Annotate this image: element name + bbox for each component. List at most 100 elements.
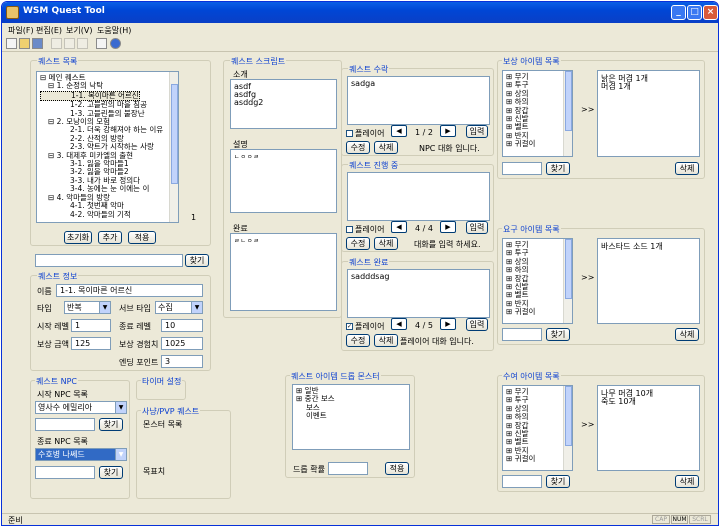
given-add-arrow[interactable]: >> bbox=[581, 420, 595, 429]
progress-next-button[interactable]: ▶ bbox=[440, 221, 456, 233]
list-item[interactable]: 죽도 10개 bbox=[601, 397, 636, 406]
progress-delete-button[interactable]: 삭제 bbox=[374, 237, 398, 250]
tree-node[interactable]: 2-3. 약트가 시작하는 사랑 bbox=[70, 142, 154, 152]
tree-node[interactable]: ⊞ 중간 보스 bbox=[296, 394, 335, 404]
tree-node[interactable]: 2-2. 산적의 방랑 bbox=[70, 133, 124, 143]
reward-delete-button[interactable]: 삭제 bbox=[675, 162, 699, 175]
required-add-arrow[interactable]: >> bbox=[581, 273, 595, 282]
end-npc-select[interactable]: 수호병 나쎄드▼ bbox=[35, 448, 127, 461]
tree-node[interactable]: 2-1. 더욱 강해져야 하는 이유 bbox=[70, 125, 164, 135]
tree-node[interactable]: 1-2. 고블린의 마을 침공 bbox=[70, 100, 147, 110]
complete-next-button[interactable]: ▶ bbox=[440, 318, 456, 330]
given-find-button[interactable]: 찾기 bbox=[546, 475, 570, 488]
progress-textarea[interactable] bbox=[347, 172, 490, 221]
list-item[interactable]: 나무 머겸 10개 bbox=[601, 389, 654, 398]
tree-node[interactable]: ⊞ 상의 bbox=[506, 88, 529, 98]
quest-search-input[interactable] bbox=[35, 254, 183, 267]
tree-node[interactable]: ⊞ 벨트 bbox=[506, 290, 529, 300]
explain-textarea[interactable]: ㄴㅇㅇㄹ bbox=[230, 149, 337, 213]
complete-prev-button[interactable]: ◀ bbox=[391, 318, 407, 330]
tree-node[interactable]: ⊞ 신발 bbox=[506, 114, 529, 124]
accept-next-button[interactable]: ▶ bbox=[440, 125, 456, 137]
tree-node[interactable]: ⊞ 반지 bbox=[506, 445, 529, 455]
summary-textarea[interactable]: asdf asdfg asddg2 bbox=[230, 79, 337, 129]
complete-dialog-textarea[interactable]: sadddsag bbox=[347, 269, 490, 318]
required-delete-button[interactable]: 삭제 bbox=[675, 328, 699, 341]
end-level-input[interactable]: 10 bbox=[161, 319, 203, 332]
tree-node[interactable]: ⊞ 투구 bbox=[506, 395, 529, 405]
tree-node[interactable]: ⊟ 3. 대제후 미카엘의 출현 bbox=[48, 150, 134, 160]
required-find-button[interactable]: 찾기 bbox=[546, 328, 570, 341]
tree-node[interactable]: ⊟ 1. 순정의 낙탁 bbox=[48, 81, 104, 91]
tree-node[interactable]: ⊞ 투구 bbox=[506, 248, 529, 258]
tree-node[interactable]: ⊞ 무기 bbox=[506, 72, 529, 81]
subtype-select[interactable]: 수집▼ bbox=[155, 301, 203, 314]
reward-selected-list[interactable]: 낡은 머겸 1개 머겸 1개 bbox=[597, 70, 700, 157]
print-icon[interactable] bbox=[96, 38, 107, 49]
reward-exp-input[interactable]: 1025 bbox=[161, 337, 203, 350]
cut-icon[interactable] bbox=[51, 38, 62, 49]
save-icon[interactable] bbox=[32, 38, 43, 49]
tree-node[interactable]: 보스 bbox=[306, 402, 320, 412]
end-npc-find-button[interactable]: 찾기 bbox=[99, 466, 123, 479]
required-selected-list[interactable]: 바스타드 소드 1개 bbox=[597, 238, 700, 324]
menu-view[interactable]: 보기(V) bbox=[66, 26, 93, 35]
apply-button[interactable]: 적용 bbox=[128, 231, 156, 244]
quest-tree[interactable]: ⊟ 메인 퀘스트 ⊟ 1. 순정의 낙탁 1-1. 목이마른 어르신 1-2. … bbox=[36, 71, 179, 223]
tree-node[interactable]: 4-2. 악마들의 기적 bbox=[70, 209, 131, 219]
required-items-scrollbar[interactable] bbox=[563, 239, 572, 323]
tree-node[interactable]: ⊞ 반지 bbox=[506, 130, 529, 140]
tree-node[interactable]: ⊞ 벨트 bbox=[506, 122, 529, 132]
tree-node[interactable]: ⊟ 4. 악마들의 방랑 bbox=[48, 192, 110, 202]
help-icon[interactable] bbox=[110, 38, 121, 49]
complete-edit-button[interactable]: 수정 bbox=[346, 334, 370, 347]
start-npc-select[interactable]: 영사수 에밀리아▼ bbox=[35, 401, 127, 414]
reward-find-button[interactable]: 찾기 bbox=[546, 162, 570, 175]
tree-node[interactable]: 4-1. 첫번째 악마 bbox=[70, 201, 124, 211]
given-selected-list[interactable]: 나무 머겸 10개 죽도 10개 bbox=[597, 385, 700, 471]
tree-node[interactable]: ⊞ 장갑 bbox=[506, 105, 529, 115]
accept-delete-button[interactable]: 삭제 bbox=[374, 141, 398, 154]
reward-gold-input[interactable]: 125 bbox=[71, 337, 111, 350]
drop-monster-tree[interactable]: ⊞ 일반 ⊞ 중간 보스 보스 이벤트 bbox=[292, 384, 410, 450]
tree-node[interactable]: 3-1. 잃을 악마들1 bbox=[70, 159, 129, 169]
drop-apply-button[interactable]: 적용 bbox=[385, 462, 409, 475]
tree-node[interactable]: 1-3. 고블린들의 불장난 bbox=[70, 108, 145, 118]
reset-button[interactable]: 초기화 bbox=[64, 231, 92, 244]
add-button[interactable]: 추가 bbox=[98, 231, 122, 244]
menu-help[interactable]: 도움말(H) bbox=[97, 26, 132, 35]
type-select[interactable]: 반복▼ bbox=[64, 301, 111, 314]
tree-node[interactable]: ⊞ 신발 bbox=[506, 282, 529, 292]
accept-edit-button[interactable]: 수정 bbox=[346, 141, 370, 154]
tree-node[interactable]: ⊞ 장갑 bbox=[506, 273, 529, 283]
tree-node[interactable]: ⊞ 신발 bbox=[506, 429, 529, 439]
tree-node[interactable]: ⊞ 귀걸이 bbox=[506, 139, 536, 149]
tree-node[interactable]: 3-2. 잃을 악마들2 bbox=[70, 167, 129, 177]
required-search-input[interactable] bbox=[502, 328, 542, 341]
tree-node[interactable]: 이벤트 bbox=[306, 411, 327, 421]
list-item[interactable]: 머겸 1개 bbox=[601, 82, 631, 91]
start-level-input[interactable]: 1 bbox=[71, 319, 111, 332]
menu-file[interactable]: 파일(F) bbox=[8, 26, 34, 35]
tree-node[interactable]: 3-4. 농에는 눈 이에는 이 bbox=[70, 184, 150, 194]
menu-edit[interactable]: 편집(E) bbox=[36, 26, 63, 35]
complete-input-button[interactable]: 입력 bbox=[466, 318, 488, 331]
accept-player-checkbox[interactable]: 플레이어 bbox=[346, 128, 384, 139]
tree-node[interactable]: ⊟ 메인 퀘스트 bbox=[40, 73, 86, 82]
end-npc-search[interactable] bbox=[35, 466, 95, 479]
start-npc-search[interactable] bbox=[35, 418, 95, 431]
given-search-input[interactable] bbox=[502, 475, 542, 488]
title-bar[interactable]: WSM Quest Tool _ □ × bbox=[2, 2, 718, 23]
maximize-button[interactable]: □ bbox=[687, 5, 702, 20]
accept-textarea[interactable]: sadga bbox=[347, 76, 490, 125]
reward-add-arrow[interactable]: >> bbox=[581, 105, 595, 114]
reward-items-tree[interactable]: ⊞ 무기 ⊞ 투구 ⊞ 상의 ⊞ 하의 ⊞ 장갑 ⊞ 신발 ⊞ 벨트 ⊞ 반지 … bbox=[502, 70, 573, 157]
tree-node[interactable]: ⊞ 투구 bbox=[506, 80, 529, 90]
tree-node[interactable]: ⊞ 일반 bbox=[296, 386, 319, 395]
tree-node[interactable]: ⊞ 장갑 bbox=[506, 420, 529, 430]
list-item[interactable]: 바스타드 소드 1개 bbox=[601, 242, 663, 251]
tree-node[interactable]: ⊞ 반지 bbox=[506, 298, 529, 308]
progress-prev-button[interactable]: ◀ bbox=[391, 221, 407, 233]
close-button[interactable]: × bbox=[703, 5, 718, 20]
complete-player-checkbox[interactable]: ✓플레이어 bbox=[346, 321, 384, 332]
